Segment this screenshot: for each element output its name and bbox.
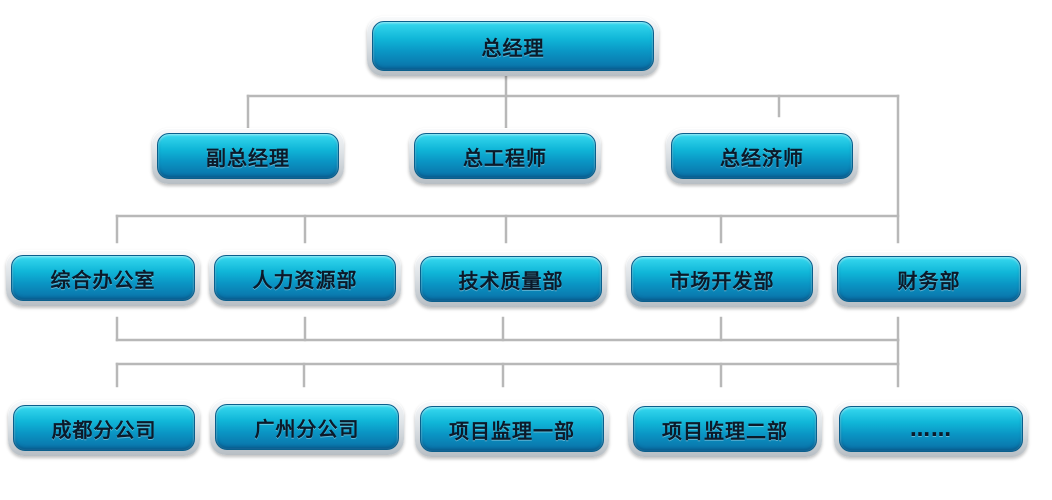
node-project-supervision-2[interactable]: 项目监理二部 (628, 401, 822, 457)
node-label: 总工程师 (463, 145, 547, 170)
node-chief-engineer[interactable]: 总工程师 (409, 128, 601, 184)
node-guangzhou-branch[interactable]: 广州分公司 (210, 399, 404, 455)
node-label: 综合办公室 (50, 267, 156, 292)
node-chengdu-branch[interactable]: 成都分公司 (8, 400, 200, 456)
node-label: 总经济师 (720, 145, 804, 170)
node-label: 财务部 (897, 268, 961, 293)
node-label: 广州分公司 (254, 416, 360, 441)
node-technical-quality[interactable]: 技术质量部 (415, 251, 607, 307)
node-label: 人力资源部 (252, 267, 358, 292)
node-label: 项目监理二部 (662, 418, 788, 443)
node-general-manager[interactable]: 总经理 (367, 16, 659, 76)
node-project-supervision-1[interactable]: 项目监理一部 (415, 401, 609, 457)
node-human-resources[interactable]: 人力资源部 (209, 250, 401, 306)
node-label: 技术质量部 (458, 268, 564, 293)
node-label: 副总经理 (206, 145, 290, 170)
node-deputy-general-manager[interactable]: 副总经理 (152, 128, 344, 184)
node-label: …… (910, 417, 952, 441)
node-label: 成都分公司 (51, 417, 157, 442)
node-chief-economist[interactable]: 总经济师 (666, 128, 858, 184)
node-label: 总经理 (481, 35, 545, 60)
node-general-office[interactable]: 综合办公室 (6, 250, 200, 306)
node-label: 项目监理一部 (449, 418, 575, 443)
node-market-development[interactable]: 市场开发部 (626, 251, 818, 307)
node-label: 市场开发部 (669, 268, 775, 293)
node-finance[interactable]: 财务部 (832, 251, 1026, 307)
node-more-branches[interactable]: …… (834, 401, 1028, 457)
